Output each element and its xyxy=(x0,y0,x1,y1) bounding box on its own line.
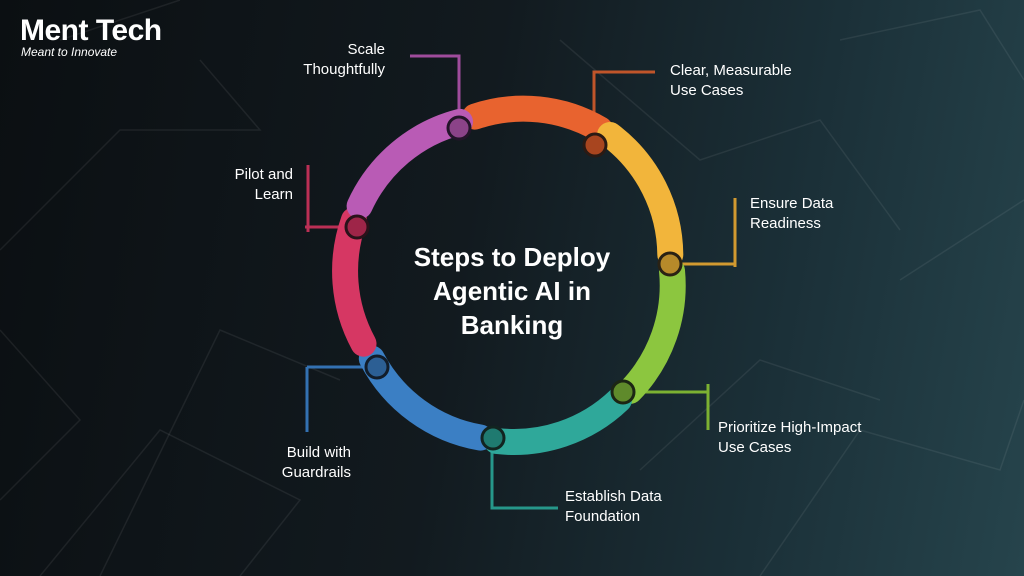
ring-segment-establish xyxy=(483,386,632,455)
step-label-guardrails: Build with Guardrails xyxy=(251,443,351,483)
step-label-line: Establish Data xyxy=(565,488,662,505)
step-label-line: Thoughtfully xyxy=(303,61,385,78)
step-label-establish: Establish Data Foundation xyxy=(565,487,662,527)
step-label-line: Prioritize High-Impact xyxy=(718,419,862,436)
marker-establish xyxy=(480,425,506,451)
step-label-line: Learn xyxy=(254,186,293,203)
marker-ensure-data xyxy=(657,251,683,277)
step-label-line: Foundation xyxy=(565,508,641,525)
ring-segment-prioritize xyxy=(617,257,686,404)
ring-segment-ensure-data xyxy=(597,122,684,268)
title-line: Steps to Deploy xyxy=(413,242,611,272)
step-label-clear-measurable: Clear, Measurable Use Cases xyxy=(670,61,792,101)
title-line: Banking xyxy=(460,310,564,340)
connector-scale xyxy=(410,54,461,127)
step-label-line: Clear, Measurable xyxy=(670,62,792,79)
ring-segment-clear-measurable xyxy=(462,95,614,143)
step-label-line: Build with xyxy=(286,444,351,461)
brand-logo: Ment Tech xyxy=(20,14,162,47)
title-line: Agentic AI in xyxy=(433,276,591,306)
step-label-ensure-data: Ensure Data Readiness xyxy=(750,194,833,234)
connector-establish xyxy=(490,438,558,510)
ring-segment-scale xyxy=(346,108,473,219)
marker-pilot xyxy=(344,214,370,240)
step-label-line: Readiness xyxy=(750,215,821,232)
marker-clear-measurable xyxy=(582,132,608,158)
step-label-prioritize: Prioritize High-Impact Use Cases xyxy=(718,418,861,458)
marker-scale xyxy=(446,115,472,141)
diagram-title: Steps to Deploy Agentic AI in Banking xyxy=(390,240,634,342)
marker-prioritize xyxy=(610,379,636,405)
step-label-pilot: Pilot and Learn xyxy=(193,165,293,205)
step-label-line: Ensure Data xyxy=(750,195,834,212)
brand-tagline: Meant to Innovate xyxy=(21,45,118,59)
step-label-line: Use Cases xyxy=(670,82,744,99)
step-label-line: Use Cases xyxy=(718,439,792,456)
step-label-line: Pilot and xyxy=(234,166,293,183)
step-label-line: Guardrails xyxy=(281,464,351,481)
marker-guardrails xyxy=(364,354,390,380)
step-label-scale: Scale Thoughtfully xyxy=(270,40,385,80)
step-label-line: Scale xyxy=(347,41,385,58)
